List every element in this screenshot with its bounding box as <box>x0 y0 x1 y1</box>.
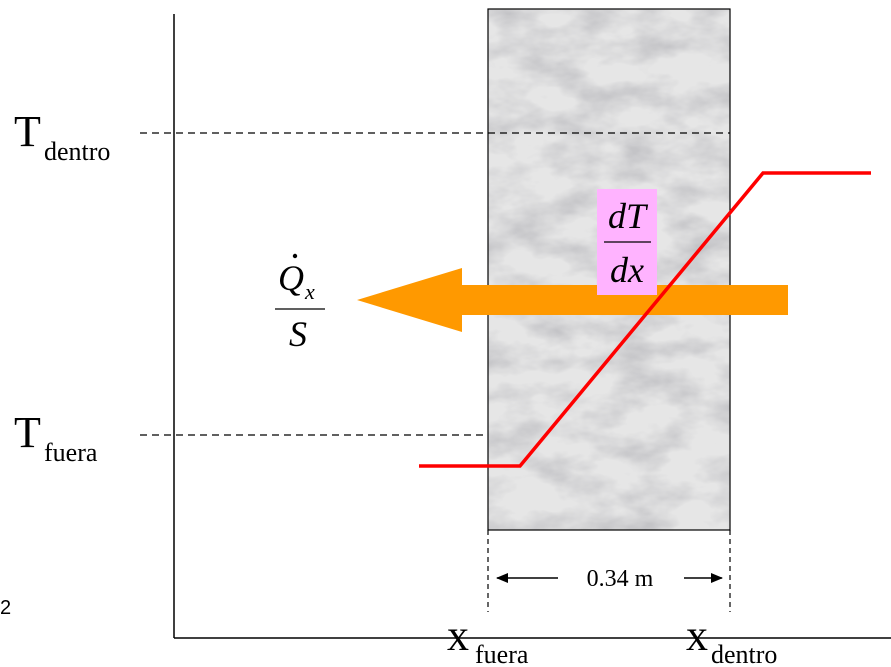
q-dot <box>292 253 298 259</box>
x-outside-main: x <box>447 611 469 660</box>
x-inside-sub: dentro <box>711 640 777 667</box>
heat-flow-arrow <box>357 268 788 332</box>
temperature-profile-line <box>419 171 871 468</box>
edge-number: 2 <box>0 597 11 619</box>
x-outside-label: x fuera <box>447 611 529 667</box>
thickness-dimension: 0.34 m <box>496 566 723 592</box>
heat-flux-numerator: Q <box>278 258 304 298</box>
heat-flux-denominator: S <box>289 314 307 354</box>
t-inside-main: T <box>14 107 41 156</box>
x-inside-main: x <box>686 611 708 660</box>
t-outside-label: T fuera <box>14 408 98 467</box>
heat-flux-label: Q x S <box>275 253 325 354</box>
t-outside-main: T <box>14 408 41 457</box>
t-outside-sub: fuera <box>44 438 98 467</box>
x-outside-sub: fuera <box>475 640 529 667</box>
gradient-label: dT dx <box>597 189 657 295</box>
gradient-denominator: dx <box>610 250 644 290</box>
t-inside-label: T dentro <box>14 107 110 166</box>
gradient-numerator: dT <box>608 196 649 236</box>
x-inside-label: x dentro <box>686 611 777 667</box>
thickness-label: 0.34 m <box>587 566 654 592</box>
t-inside-sub: dentro <box>44 137 110 166</box>
heat-flux-subscript: x <box>304 279 315 304</box>
